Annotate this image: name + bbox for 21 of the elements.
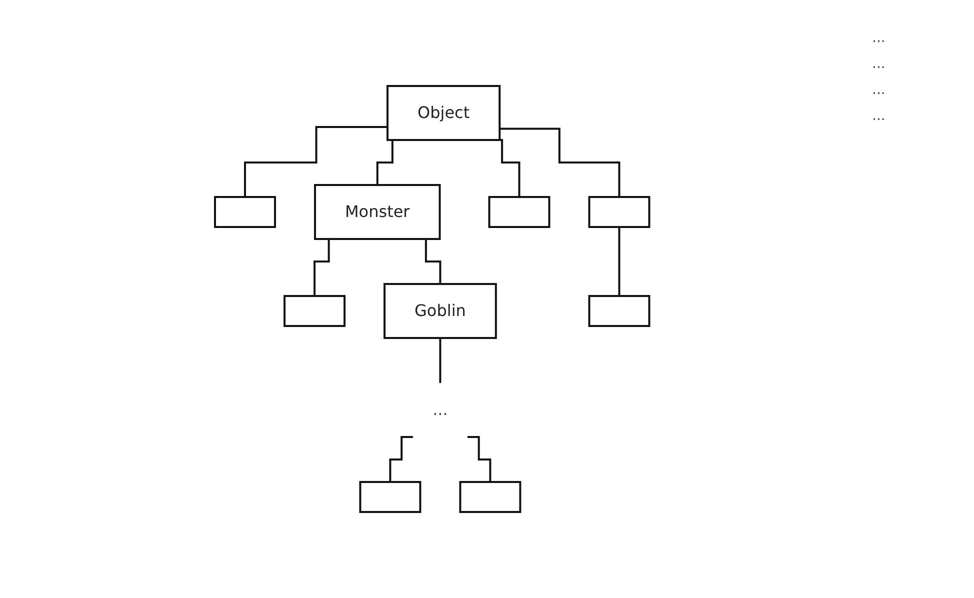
ellipsis-note: ...	[872, 56, 886, 72]
node-box	[459, 480, 522, 513]
connector	[618, 226, 620, 297]
connector	[439, 337, 442, 384]
node-box	[488, 196, 550, 228]
node-box	[359, 480, 422, 513]
ellipsis-note: ...	[872, 108, 886, 124]
node-box: Object	[386, 85, 500, 141]
node-box	[214, 196, 276, 228]
node-box	[283, 295, 346, 327]
node-box	[588, 295, 650, 327]
connector	[244, 126, 388, 198]
connector	[500, 128, 620, 198]
node-box: Monster	[314, 184, 441, 240]
ellipsis-note: ...	[872, 82, 886, 98]
node-box	[588, 196, 650, 228]
ellipsis-note: ...	[872, 30, 886, 46]
connector	[467, 436, 492, 483]
node-text: ...	[432, 400, 448, 419]
connector	[389, 436, 413, 483]
node-box: Goblin	[383, 283, 497, 339]
